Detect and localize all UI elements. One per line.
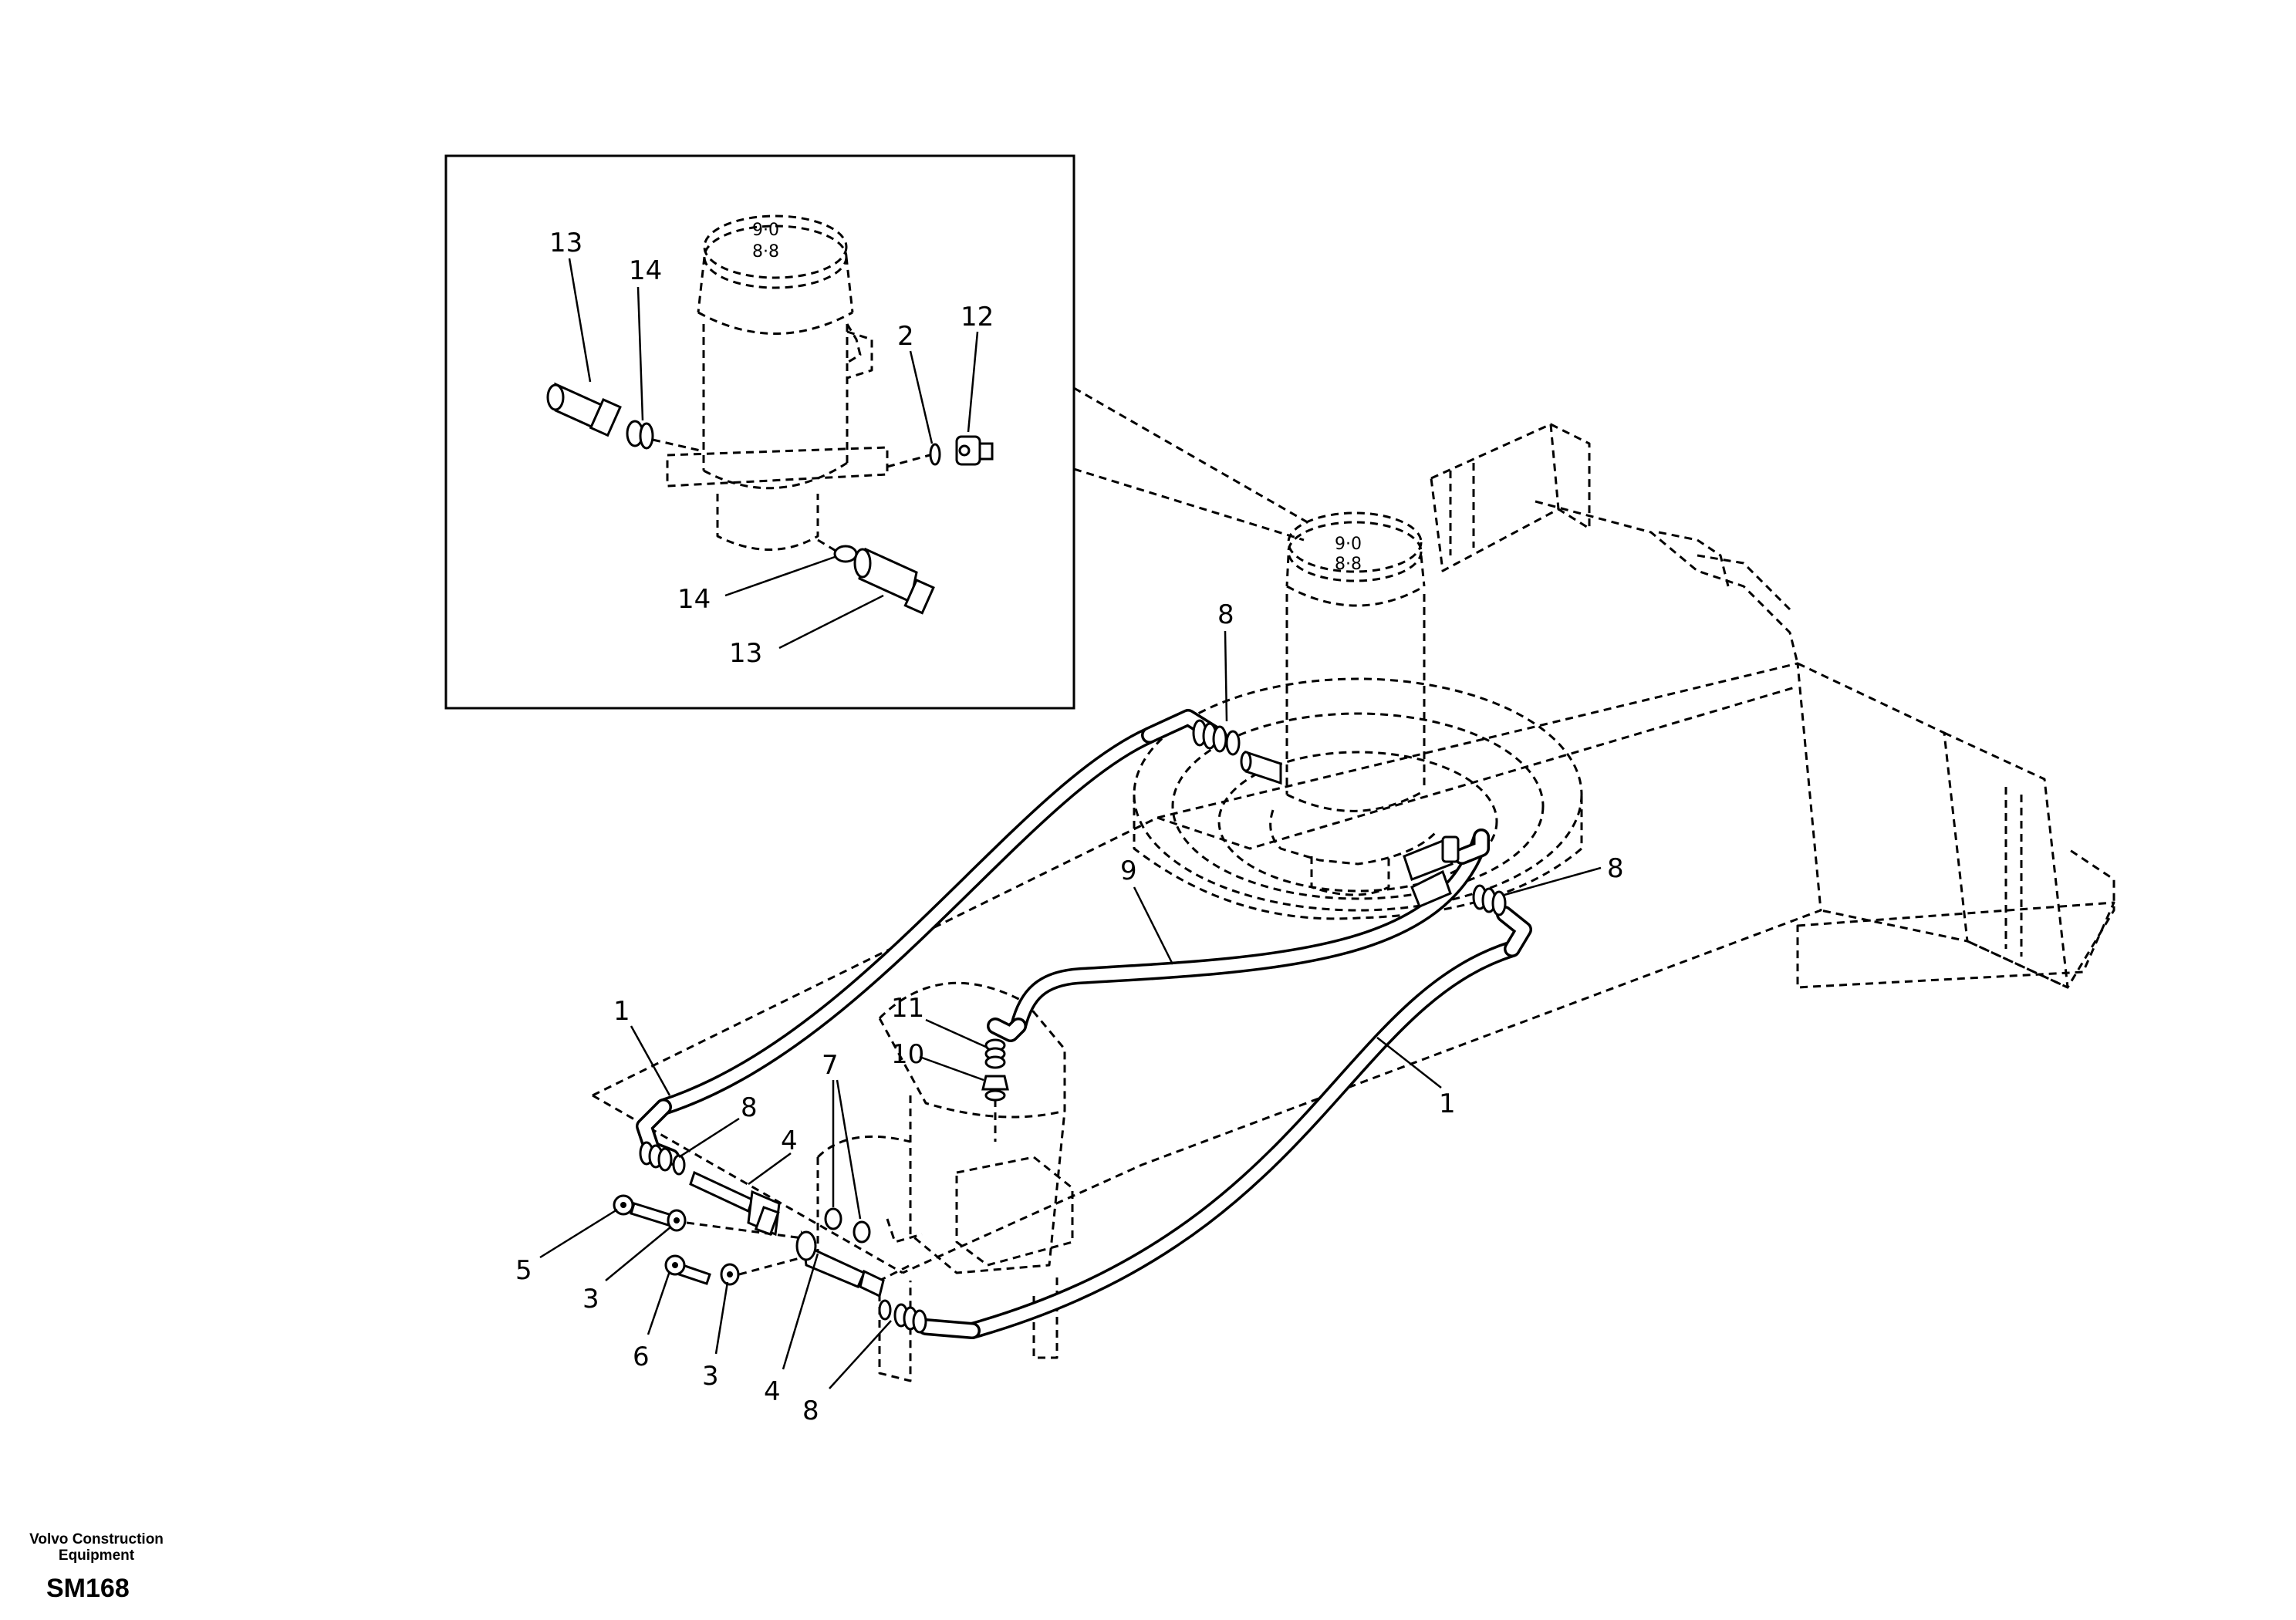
hose-1-left [636,709,1227,1166]
bolt-5 [613,1194,673,1227]
callout-4-lower: 4 [764,1376,781,1407]
callout-8-front-right: 8 [802,1396,819,1426]
inset-swivel-joint: 9·0 8·8 [666,214,889,551]
inset-connector-lines [1073,386,1312,542]
svg-text:8·8: 8·8 [1335,555,1362,574]
swivel-side-fitting [1240,750,1282,785]
callout-5: 5 [515,1255,532,1286]
callout-6: 6 [633,1342,650,1372]
nut-10 [981,1075,1009,1102]
inset-oring-14-top [639,422,654,450]
inset-oring-14-bottom [833,545,858,563]
callout-3-left: 3 [582,1284,599,1315]
callout-1-right: 1 [1439,1088,1456,1119]
swivel-right-fittings [1403,835,1460,908]
seal-8-front-left [639,1141,686,1176]
brand-line-1: Volvo Construction [29,1531,164,1547]
hose-9 [987,829,1490,1042]
washer-3-upper [667,1209,687,1232]
inset-fitting-13-top [546,382,644,447]
callout-13-inset-top: 13 [549,228,582,258]
drawing-code: SM168 [46,1574,130,1603]
adapter-11 [984,1038,1006,1069]
fitting-4-lower [795,1230,885,1298]
callout-2-inset: 2 [897,321,914,352]
seal-8-front-right [878,1299,927,1334]
fitting-4-upper [689,1170,781,1237]
seal-8-top [1192,719,1241,756]
callout-4-upper: 4 [781,1126,798,1156]
callout-1-left: 1 [613,996,630,1027]
inset-oring-2 [929,443,941,466]
callout-13-inset-bottom: 13 [729,638,762,669]
inset-leaders [568,258,979,650]
callout-12-inset: 12 [961,302,994,332]
callout-9: 9 [1120,856,1137,886]
callout-8-right: 8 [1607,853,1624,884]
callout-11: 11 [891,993,924,1024]
oring-7-a [824,1207,842,1230]
callout-7: 7 [822,1050,839,1081]
bolt-6 [664,1254,711,1285]
svg-text:9·0: 9·0 [752,221,779,240]
washer-3-lower [720,1263,740,1286]
seal-8-right [1472,884,1507,916]
detail-inset-frame [444,154,1075,710]
callout-8-top: 8 [1217,599,1234,630]
inset-fitting-13-bottom [853,547,935,615]
swivel-joint: 9·0 8·8 [1269,511,1437,896]
brand-line-2: Equipment [58,1547,135,1564]
callout-3-right: 3 [702,1361,719,1392]
svg-text:8·8: 8·8 [752,242,779,262]
inset-plug-12 [955,435,994,466]
main-leaders [539,630,1602,1389]
callout-8-front-left: 8 [741,1092,758,1123]
oring-7-b [853,1220,871,1244]
callout-14-inset-bottom: 14 [677,584,711,615]
callout-14-inset-top: 14 [629,255,662,286]
svg-text:9·0: 9·0 [1335,535,1362,554]
hose-1-right [917,906,1532,1339]
callout-10: 10 [891,1039,924,1070]
